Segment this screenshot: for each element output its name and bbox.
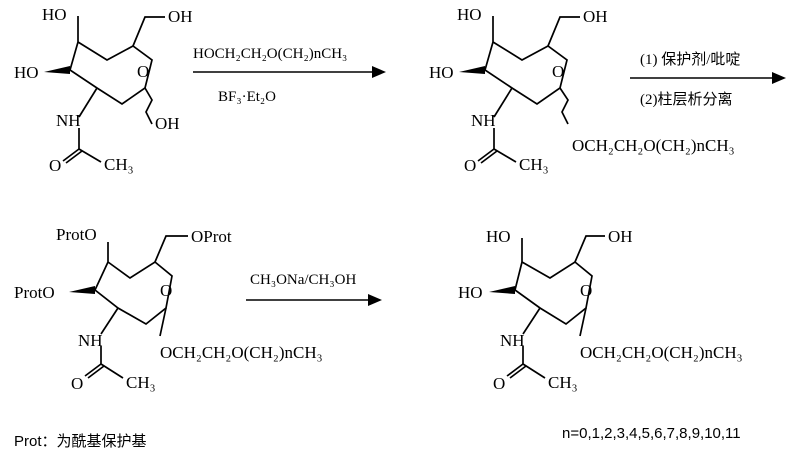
molecule-protected: ProtO OProt ProtO O OCH₂CH₂O(CH₂)nCH₃ NH… bbox=[14, 225, 323, 393]
oh-label: OH bbox=[168, 7, 193, 26]
reagent-label: CH₃ONa/CH₃OH bbox=[250, 272, 356, 288]
ring-oxygen-label: O bbox=[160, 281, 172, 300]
ho-label: HO bbox=[42, 5, 67, 24]
reaction-arrow-2: (1) 保护剂/吡啶 (2)柱层析分离 bbox=[630, 51, 786, 108]
ho-label: HO bbox=[458, 283, 483, 302]
nh-label: NH bbox=[78, 331, 103, 350]
molecule-product: HO OH HO O OCH₂CH₂O(CH₂)nCH₃ NH O CH₃ bbox=[458, 227, 743, 393]
glycoside-chain-label: OCH₂CH₂O(CH₂)nCH₃ bbox=[160, 343, 323, 362]
methyl-label: CH₃ bbox=[104, 155, 134, 174]
ho-label: HO bbox=[14, 63, 39, 82]
condition-1-label: (1) 保护剂/吡啶 bbox=[640, 51, 740, 68]
methyl-label: CH₃ bbox=[126, 373, 156, 392]
reagent-label: HOCH₂CH₂O(CH₂)nCH₃ bbox=[193, 46, 347, 62]
nh-label: NH bbox=[56, 111, 81, 130]
ring-oxygen-label: O bbox=[137, 62, 149, 81]
oh-label: OH bbox=[583, 7, 608, 26]
nh-label: NH bbox=[471, 111, 496, 130]
carbonyl-oxygen-label: O bbox=[49, 156, 61, 175]
carbonyl-oxygen-label: O bbox=[464, 156, 476, 175]
molecule-glcnac-start: HO OH HO O OH NH O CH₃ bbox=[14, 5, 193, 175]
molecule-glycoside: HO OH HO O OCH₂CH₂O(CH₂)nCH₃ NH O CH₃ bbox=[429, 5, 735, 175]
methyl-label: CH₃ bbox=[519, 155, 549, 174]
methyl-label: CH₃ bbox=[548, 373, 578, 392]
ho-label: HO bbox=[486, 227, 511, 246]
prot-footnote: Prot：为酰基保护基 bbox=[14, 433, 147, 450]
nh-label: NH bbox=[500, 331, 525, 350]
oh-label: OH bbox=[155, 114, 180, 133]
carbonyl-oxygen-label: O bbox=[493, 374, 505, 393]
condition-2-label: (2)柱层析分离 bbox=[640, 91, 733, 108]
reaction-arrow-1: HOCH₂CH₂O(CH₂)nCH₃ BF₃·Et₂O bbox=[193, 46, 386, 105]
oh-label: OH bbox=[608, 227, 633, 246]
ho-label: HO bbox=[457, 5, 482, 24]
n-range-footnote: n=0,1,2,3,4,5,6,7,8,9,10,11 bbox=[562, 425, 741, 442]
reaction-arrow-3: CH₃ONa/CH₃OH bbox=[246, 272, 382, 306]
ring-oxygen-label: O bbox=[552, 62, 564, 81]
ho-label: HO bbox=[429, 63, 454, 82]
ring-oxygen-label: O bbox=[580, 281, 592, 300]
oprot-label: ProtO bbox=[14, 283, 55, 302]
catalyst-label: BF₃·Et₂O bbox=[218, 89, 276, 105]
glycoside-chain-label: OCH₂CH₂O(CH₂)nCH₃ bbox=[572, 136, 735, 155]
oprot-label: ProtO bbox=[56, 225, 97, 244]
oprot-label: OProt bbox=[191, 227, 232, 246]
glycoside-chain-label: OCH₂CH₂O(CH₂)nCH₃ bbox=[580, 343, 743, 362]
carbonyl-oxygen-label: O bbox=[71, 374, 83, 393]
